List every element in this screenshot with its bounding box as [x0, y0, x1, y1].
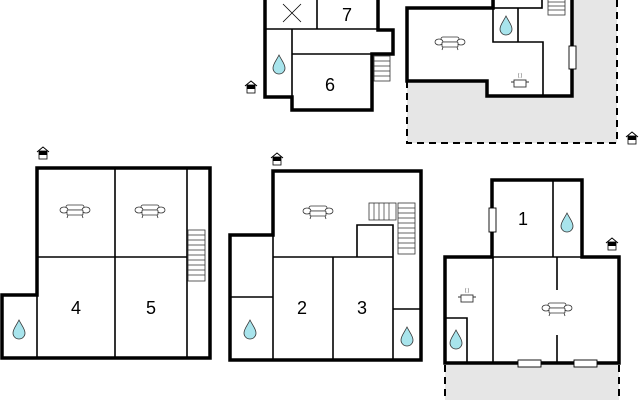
- entrance-icon: [36, 146, 50, 160]
- window-icon: [568, 45, 577, 70]
- unit-middle: 2 3: [228, 152, 423, 362]
- window-icon: [517, 359, 542, 368]
- window-icon: [573, 359, 598, 368]
- room-label-7: 7: [342, 5, 352, 25]
- stairs-icon: [547, 0, 566, 16]
- entrance-icon: [270, 152, 284, 166]
- unit-right: 1: [443, 178, 621, 400]
- unit-top-right: [405, 0, 639, 145]
- room-label-2: 2: [297, 298, 307, 318]
- room-label-6: 6: [325, 75, 335, 95]
- window-icon: [488, 207, 497, 233]
- entrance-icon: [605, 237, 619, 251]
- cross-icon: [282, 3, 302, 23]
- unit-top-left: 7 6: [244, 0, 395, 112]
- stairs-icon: [187, 229, 206, 282]
- stairs-icon: [368, 202, 397, 221]
- unit-left: 4 5: [0, 146, 212, 360]
- stairs-icon: [373, 55, 391, 82]
- entrance-icon: [625, 131, 639, 145]
- room-label-1: 1: [518, 209, 528, 229]
- room-label-3: 3: [357, 298, 367, 318]
- room-label-5: 5: [146, 298, 156, 318]
- entrance-icon: [244, 80, 258, 94]
- stairs-icon: [397, 202, 416, 255]
- room-label-4: 4: [71, 298, 81, 318]
